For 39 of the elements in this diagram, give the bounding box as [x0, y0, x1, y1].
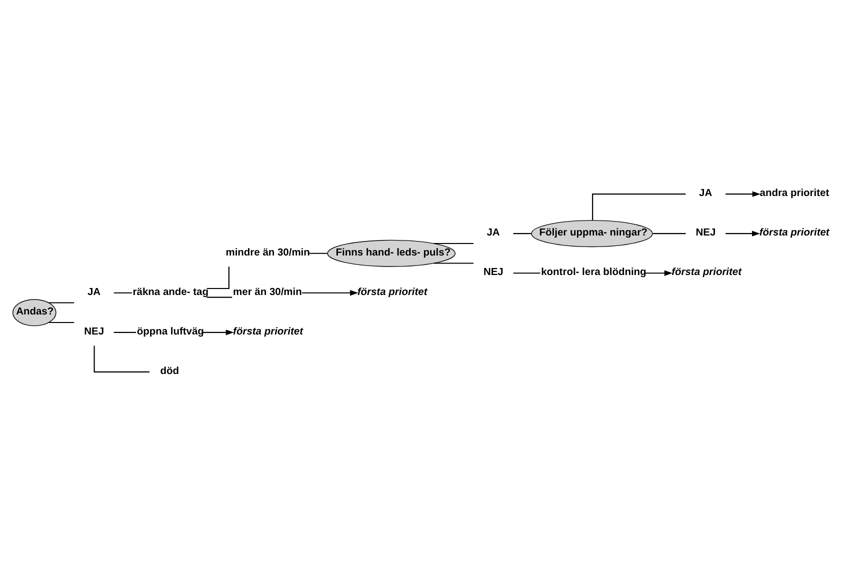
node-text: andra prioritet	[760, 188, 830, 199]
node-text: mindre än 30/min	[226, 246, 310, 258]
arrow	[202, 329, 234, 335]
arrow	[644, 270, 672, 276]
node-text: kontrol- lera blödning	[541, 266, 646, 278]
connector	[434, 262, 474, 264]
node-text: NEJ	[483, 266, 504, 278]
node-text: första prioritet	[672, 266, 742, 278]
connector	[592, 193, 686, 220]
connector	[206, 266, 230, 289]
node-ellipse: Finns hand- leds- puls?	[327, 239, 456, 266]
node-text: första prioritet	[357, 286, 428, 298]
arrow	[726, 190, 760, 196]
connector	[309, 252, 328, 254]
arrow	[302, 290, 358, 296]
connector	[513, 272, 540, 274]
connector	[513, 232, 532, 234]
connector	[48, 321, 74, 323]
node-text: första prioritet	[759, 227, 830, 238]
connector	[48, 302, 74, 303]
node-text: öppna luftväg	[136, 326, 204, 337]
node-ellipse: Följer uppma- ningar?	[531, 220, 653, 247]
connector	[114, 292, 132, 293]
node-text: NEJ	[84, 326, 104, 337]
node-text: mer än 30/min	[233, 286, 302, 298]
node-text: JA	[87, 286, 101, 298]
node-text: JA	[486, 227, 500, 238]
connector	[206, 296, 232, 298]
arrow	[726, 230, 760, 236]
node-ellipse: Andas?	[12, 298, 56, 326]
node-text: död	[160, 365, 180, 376]
connector	[94, 345, 150, 372]
node-text: JA	[699, 188, 712, 199]
node-text: NEJ	[696, 227, 716, 238]
node-text: första prioritet	[233, 326, 304, 337]
connector	[434, 242, 474, 244]
connector	[114, 331, 136, 332]
node-text: räkna ande- tag	[132, 286, 208, 298]
connector	[652, 232, 686, 234]
